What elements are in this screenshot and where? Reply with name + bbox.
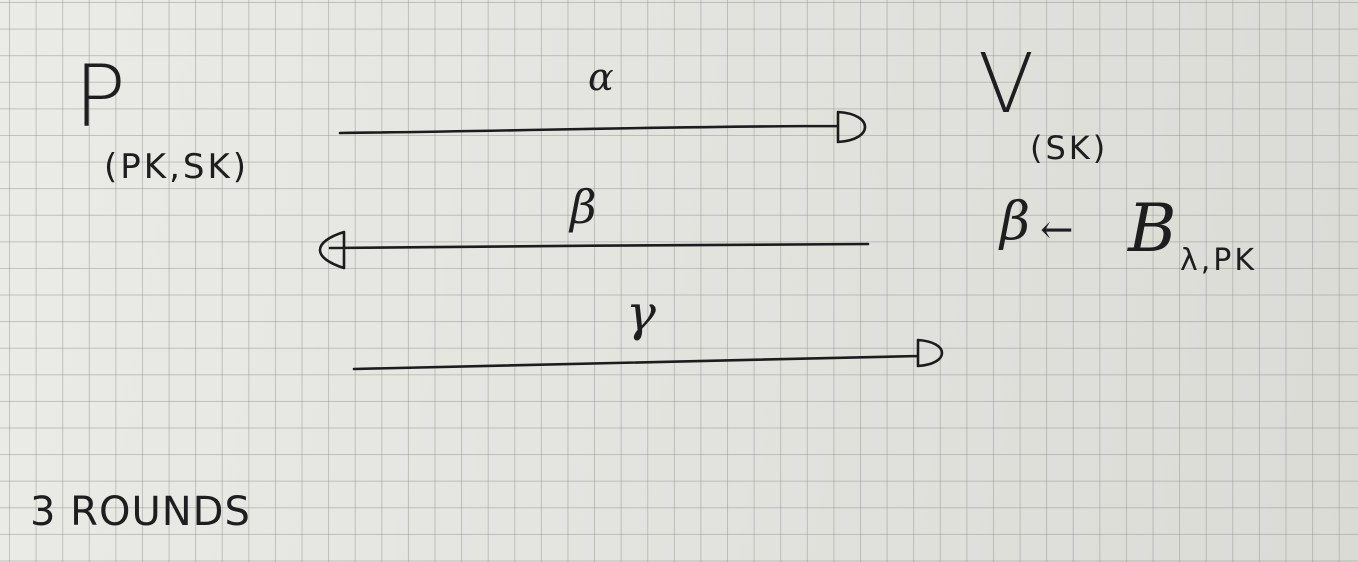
arrow-beta-verifier-to-prover: [318, 230, 870, 270]
verifier-step-subscript: λ,PK: [1180, 243, 1258, 278]
verifier-label: V: [978, 37, 1035, 132]
rounds-note: 3 ROUNDS: [30, 489, 251, 535]
message-alpha-label: α: [588, 55, 614, 99]
prover-label: P: [74, 47, 126, 147]
arrow-alpha-prover-to-verifier: [338, 110, 867, 144]
arrow-gamma-prover-to-verifier: [352, 338, 944, 371]
message-beta-label: β: [570, 180, 597, 234]
verifier-subscript: (SK): [1030, 129, 1109, 167]
prover-subscript: (PK,SK): [104, 147, 250, 187]
verifier-step-arrow: ←: [1040, 207, 1074, 253]
message-gamma-label: γ: [626, 284, 656, 342]
verifier-step-var: β: [1000, 192, 1031, 252]
verifier-step-distribution: B: [1128, 190, 1177, 267]
